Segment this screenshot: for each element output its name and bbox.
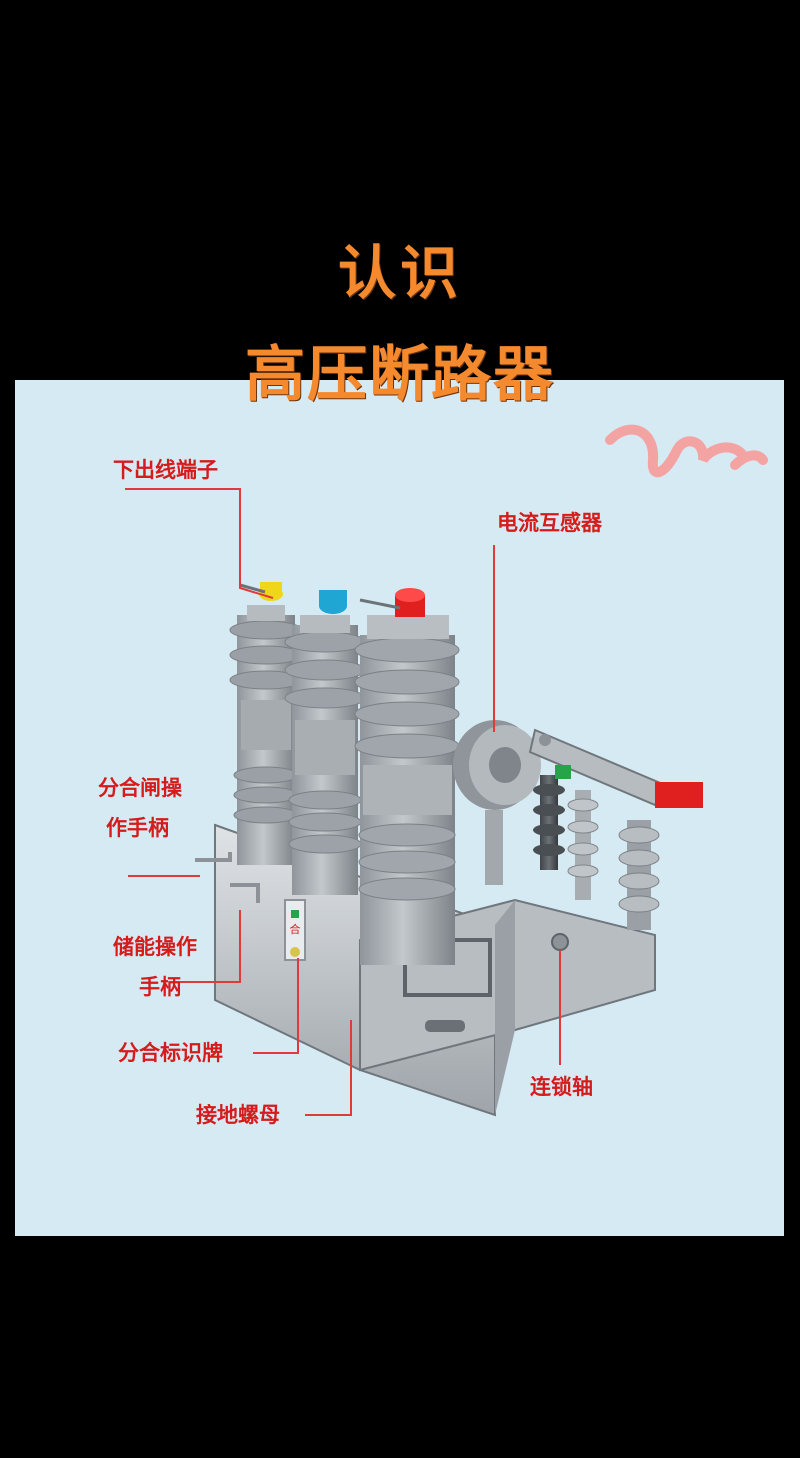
callout-line-indicator-plate (253, 958, 299, 1054)
label-energy-storage-handle-line1: 储能操作 (113, 935, 197, 959)
callout-line-lower-terminal (125, 488, 274, 599)
side-insulators (528, 728, 703, 930)
indicator-plate-text: 合 (290, 922, 301, 936)
pole-red-phase (354, 588, 460, 965)
label-open-close-indicator: 分合标识牌 (118, 1041, 223, 1065)
label-interlock-shaft: 连锁轴 (530, 1075, 593, 1099)
label-current-transformer: 电流互感器 (497, 511, 602, 535)
operating-handles (195, 852, 306, 961)
label-open-close-handle-line2: 作手柄 (106, 816, 169, 840)
breaker-illustration: 合 (125, 424, 768, 1117)
label-grounding-nut: 接地螺母 (196, 1103, 280, 1127)
pole-blue-phase (284, 590, 366, 895)
label-lower-terminal: 下出线端子 (113, 458, 218, 482)
pink-squiggle-icon (605, 424, 768, 478)
title-line-1: 认识 (337, 239, 462, 307)
callout-line-energy-storage-handle (180, 910, 241, 983)
callout-line-grounding-nut (305, 1020, 352, 1116)
title-line-2: 高压断路器 (245, 340, 555, 410)
current-transformer (453, 720, 541, 885)
label-energy-storage-handle-line2: 手柄 (139, 975, 181, 999)
callout-lines (125, 488, 561, 1116)
label-open-close-handle-line1: 分合闸操 (98, 776, 182, 800)
